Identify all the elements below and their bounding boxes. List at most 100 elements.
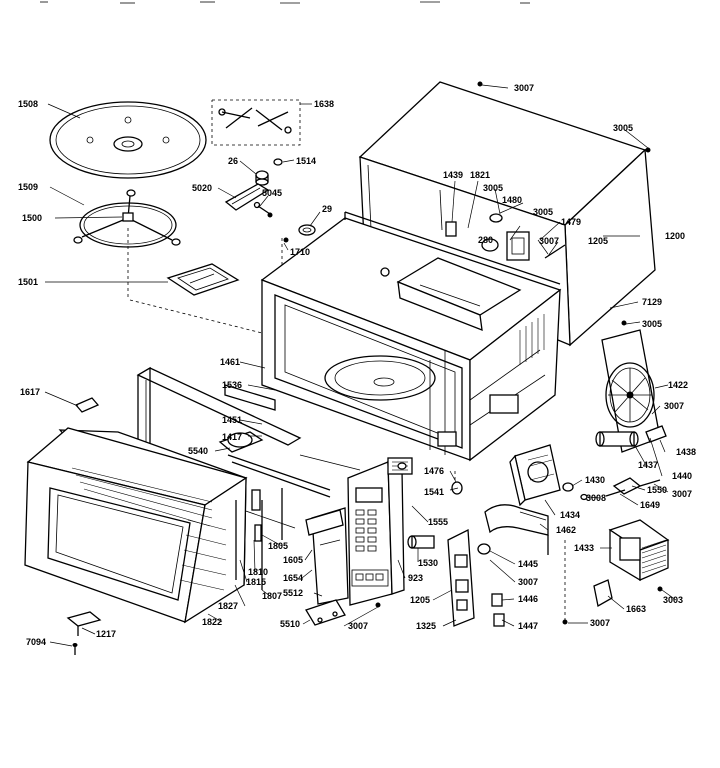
transformer-fins [641, 539, 667, 574]
callout-1605: 1605 [283, 555, 303, 565]
callout-280: 280 [478, 235, 493, 245]
callout-3007: 3007 [514, 83, 534, 93]
cavity-vents [519, 314, 545, 365]
air-duct [484, 504, 549, 536]
callout-1462: 1462 [556, 525, 576, 535]
small-switches [397, 462, 505, 627]
callout-3005: 3005 [533, 207, 553, 217]
callout-1509: 1509 [18, 182, 38, 192]
callout-1434: 1434 [560, 510, 580, 520]
screws [267, 81, 663, 625]
callout-1663: 1663 [626, 604, 646, 614]
callout-1446: 1446 [518, 594, 538, 604]
callout-1810: 1810 [248, 567, 268, 577]
callout-3005: 3005 [613, 123, 633, 133]
callout-3007: 3007 [672, 489, 692, 499]
hv-diode [593, 579, 613, 608]
callout-1422: 1422 [668, 380, 688, 390]
keypad-buttons [351, 509, 389, 587]
switch-bracket [447, 528, 475, 627]
callout-1447: 1447 [518, 621, 538, 631]
callout-1500: 1500 [22, 213, 42, 223]
thermostat-parts [605, 477, 661, 497]
callout-1445: 1445 [518, 559, 538, 569]
part-number-callouts: 3007 1508 1638 3005 26 1514 1509 5020 50… [18, 83, 696, 647]
hardware-kit [211, 99, 301, 146]
callout-1501: 1501 [18, 277, 38, 287]
callout-1541: 1541 [424, 487, 444, 497]
magnetron-fittings [562, 482, 588, 501]
callout-5020: 5020 [192, 183, 212, 193]
callout-5510: 5510 [280, 619, 300, 629]
callout-3008: 3008 [586, 493, 606, 503]
callout-1530: 1530 [418, 558, 438, 568]
oven-cavity [260, 211, 566, 462]
callout-1514: 1514 [296, 156, 316, 166]
callout-1476: 1476 [424, 466, 444, 476]
callout-1200: 1200 [665, 231, 685, 241]
hv-wire [547, 535, 566, 620]
callout-1440: 1440 [672, 471, 692, 481]
mounting-bracket [224, 183, 271, 215]
magnetron [509, 444, 561, 507]
callout-1805: 1805 [268, 541, 288, 551]
callout-3005: 3005 [483, 183, 503, 193]
callout-1710: 1710 [290, 247, 310, 257]
hook-piece [74, 397, 100, 413]
callout-3007: 3007 [590, 618, 610, 628]
callout-3007: 3007 [348, 621, 368, 631]
latch-assembly [218, 431, 361, 498]
callout-1827: 1827 [218, 601, 238, 611]
callout-923: 923 [408, 573, 423, 583]
stirrer-cover [166, 263, 240, 296]
callout-3005: 3005 [642, 319, 662, 329]
callout-1508: 1508 [18, 99, 38, 109]
callout-7094: 7094 [26, 637, 46, 647]
callout-5512: 5512 [283, 588, 303, 598]
callout-1325: 1325 [416, 621, 436, 631]
callout-29: 29 [322, 204, 332, 214]
callout-3003: 3003 [663, 595, 683, 605]
fan-motor [601, 329, 661, 453]
callout-1479: 1479 [561, 217, 581, 227]
panel-bracket [305, 599, 346, 626]
door-screen-mesh [71, 467, 227, 591]
circuit-board [305, 507, 349, 605]
callout-1438: 1438 [676, 447, 696, 457]
callout-1439: 1439 [443, 170, 463, 180]
callout-1638: 1638 [314, 99, 334, 109]
callout-3007: 3007 [539, 236, 559, 246]
callout-1451: 1451 [222, 415, 242, 425]
door-assembly [24, 427, 283, 624]
callout-1807: 1807 [262, 591, 282, 601]
callout-1649: 1649 [640, 500, 660, 510]
callout-1555: 1555 [428, 517, 448, 527]
callout-1430: 1430 [585, 475, 605, 485]
coupler [255, 158, 283, 186]
control-panel [347, 457, 413, 606]
leader-lines [44, 84, 677, 647]
callout-5045: 5045 [262, 188, 282, 198]
callout-1417: 1417 [222, 432, 242, 442]
callout-1654: 1654 [283, 573, 303, 583]
callout-1617: 1617 [20, 387, 40, 397]
high-voltage-transformer [608, 519, 670, 582]
callout-3007: 3007 [664, 401, 684, 411]
roller-ring [73, 189, 181, 248]
callout-1550: 1550 [647, 485, 667, 495]
thermal-cutout [298, 224, 316, 236]
callout-26: 26 [228, 156, 238, 166]
callout-1821: 1821 [470, 170, 490, 180]
callout-1433: 1433 [574, 543, 594, 553]
glass-tray [49, 101, 207, 179]
callout-1815: 1815 [246, 577, 266, 587]
callout-3007: 3007 [518, 577, 538, 587]
callout-1536: 1536 [222, 380, 242, 390]
callout-1205: 1205 [588, 236, 608, 246]
scan-specks [40, 1, 530, 4]
callout-1461: 1461 [220, 357, 240, 367]
callout-1437: 1437 [638, 460, 658, 470]
callout-7129: 7129 [642, 297, 662, 307]
callout-5540: 5540 [188, 446, 208, 456]
